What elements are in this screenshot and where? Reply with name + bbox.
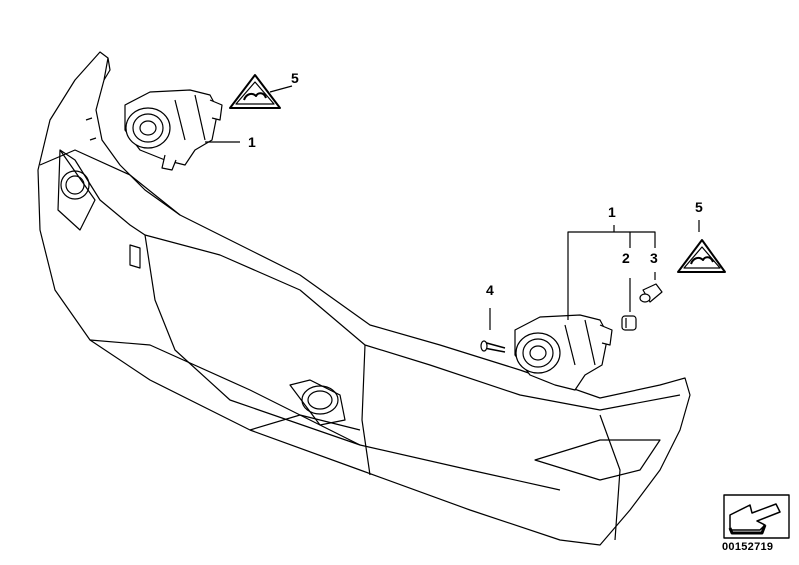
fog-light-icon-top [124, 89, 223, 171]
callout-2: 2 [622, 250, 630, 266]
screw-icon [480, 308, 506, 353]
diagram-number: 00152719 [722, 541, 774, 553]
callout-4: 4 [486, 282, 494, 298]
bumper-icon [37, 51, 691, 546]
direction-arrow-icon [723, 494, 790, 539]
callout-3: 3 [650, 250, 658, 266]
warning-triangle-label-icon-top [229, 74, 281, 109]
fog-light-icon-right [514, 314, 613, 391]
bulb-socket-icon [621, 315, 637, 331]
warning-triangle-label-icon-right [677, 239, 726, 273]
callout-5-top: 5 [291, 70, 299, 86]
callout-1-top: 1 [248, 134, 256, 150]
callout-1-right: 1 [608, 204, 616, 220]
bulb-icon [639, 283, 663, 303]
callout-5-right: 5 [695, 199, 703, 215]
